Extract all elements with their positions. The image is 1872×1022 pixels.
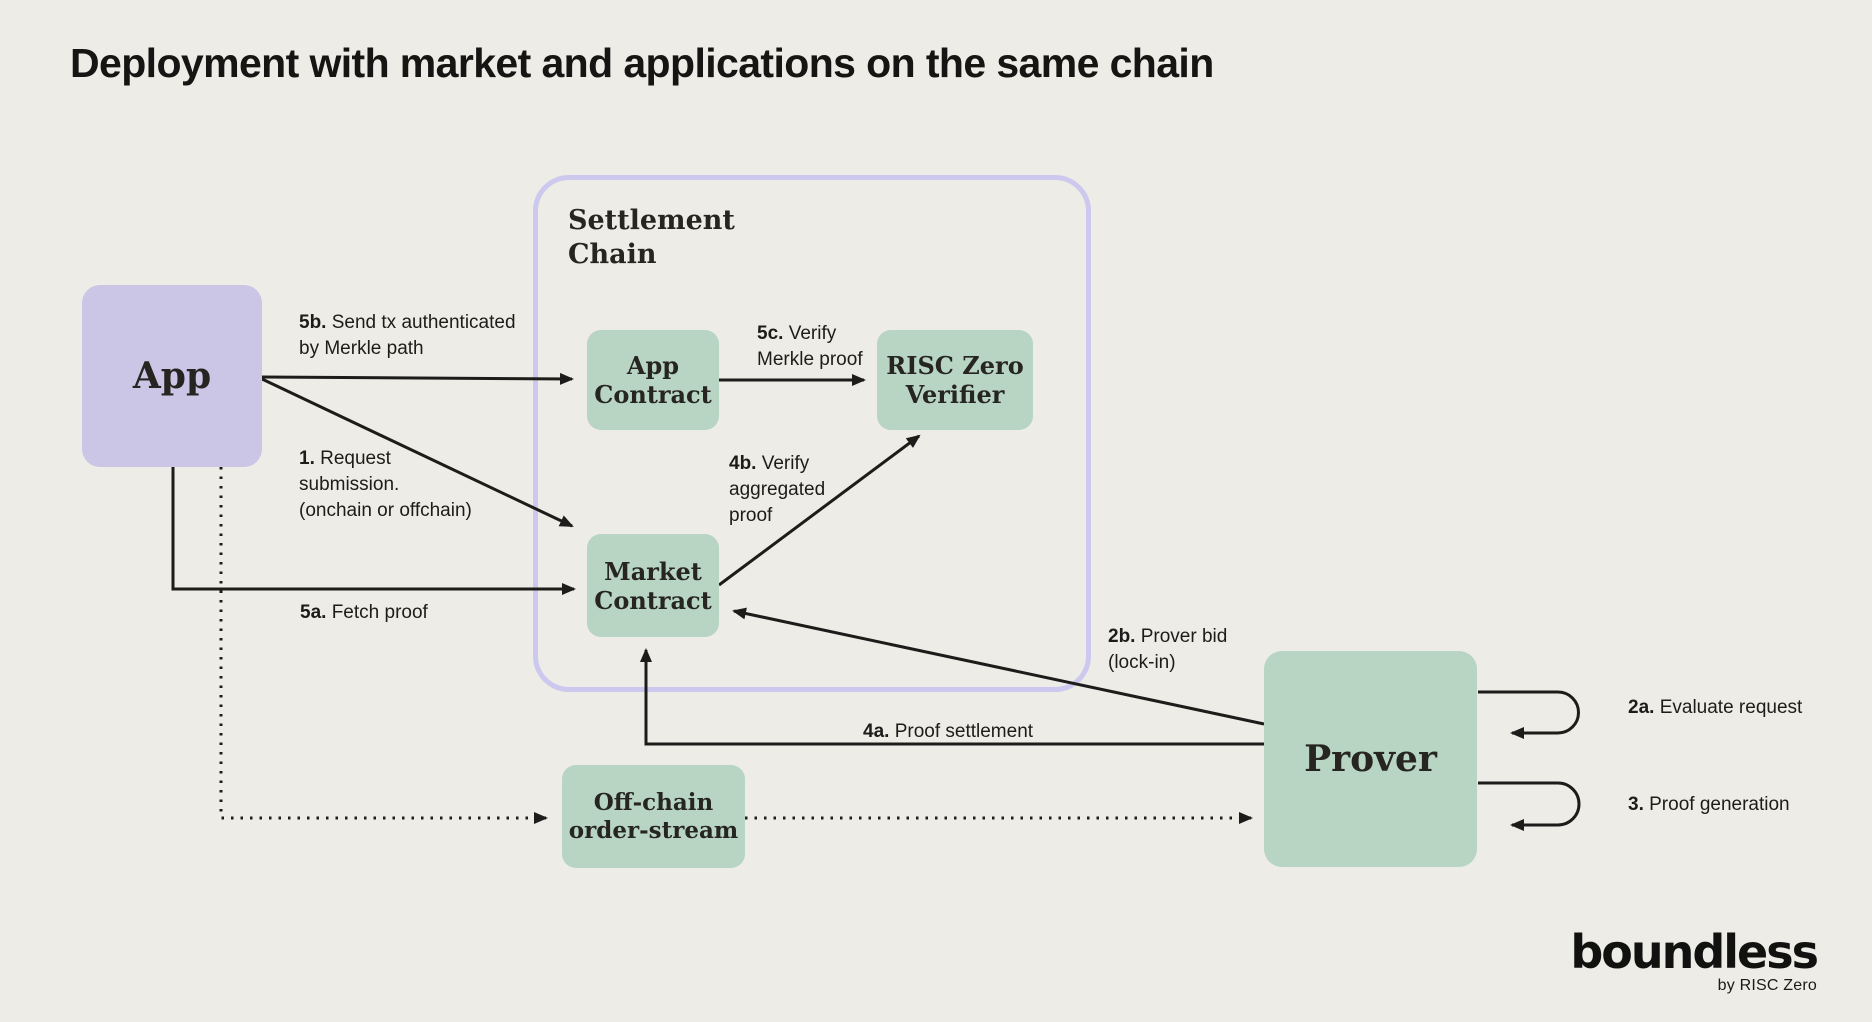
edge-1-request-submission [261, 377, 574, 528]
page-title: Deployment with market and applications … [70, 40, 1214, 86]
edge-label-3-proof-generation: 3. Proof generation [1628, 794, 1790, 815]
node-offchain-order-stream: Off-chain order-stream [562, 765, 745, 868]
node-app: App [82, 285, 262, 467]
settlement-chain-label: Settlement Chain [568, 205, 735, 270]
edge-3-proof-generation-loop [1478, 781, 1581, 831]
node-app-label: App [132, 355, 212, 397]
edge-label-4a-proof-settlement: 4a. Proof settlement [863, 721, 1034, 742]
node-app-contract: App Contract [587, 330, 719, 430]
node-market-contract-label: Market Contract [594, 556, 712, 615]
edge-label-2b-prover-bid: 2b. Prover bid(lock-in) [1108, 626, 1228, 673]
edge-4b-verify-aggregated [718, 434, 921, 587]
edge-5a-fetch-proof [171, 467, 576, 595]
node-prover: Prover [1264, 651, 1477, 867]
node-risc-zero-verifier-label: RISC Zero Verifier [886, 351, 1024, 409]
boundless-logo: boundless by RISC Zero [1570, 925, 1819, 995]
edge-label-5a-fetch-proof: 5a. Fetch proof [300, 602, 428, 623]
node-market-contract: Market Contract [587, 534, 719, 637]
boundless-logo-byline: by RISC Zero [1717, 977, 1817, 994]
node-risc-zero-verifier: RISC Zero Verifier [877, 330, 1033, 430]
settlement-chain-container [533, 175, 1091, 692]
node-offchain-order-stream-label: Off-chain order-stream [568, 788, 739, 844]
edge-2a-evaluate-loop [1478, 690, 1580, 739]
edge-4a-proof-settlement [640, 648, 1264, 746]
node-app-contract-label: App Contract [594, 351, 712, 409]
node-prover-label: Prover [1304, 738, 1437, 780]
edge-label-2a-evaluate-request: 2a. Evaluate request [1628, 697, 1803, 718]
boundless-logo-wordmark: boundless [1570, 925, 1819, 979]
edge-5b-send-tx [261, 372, 574, 385]
edge-2b-prover-bid [732, 607, 1265, 726]
